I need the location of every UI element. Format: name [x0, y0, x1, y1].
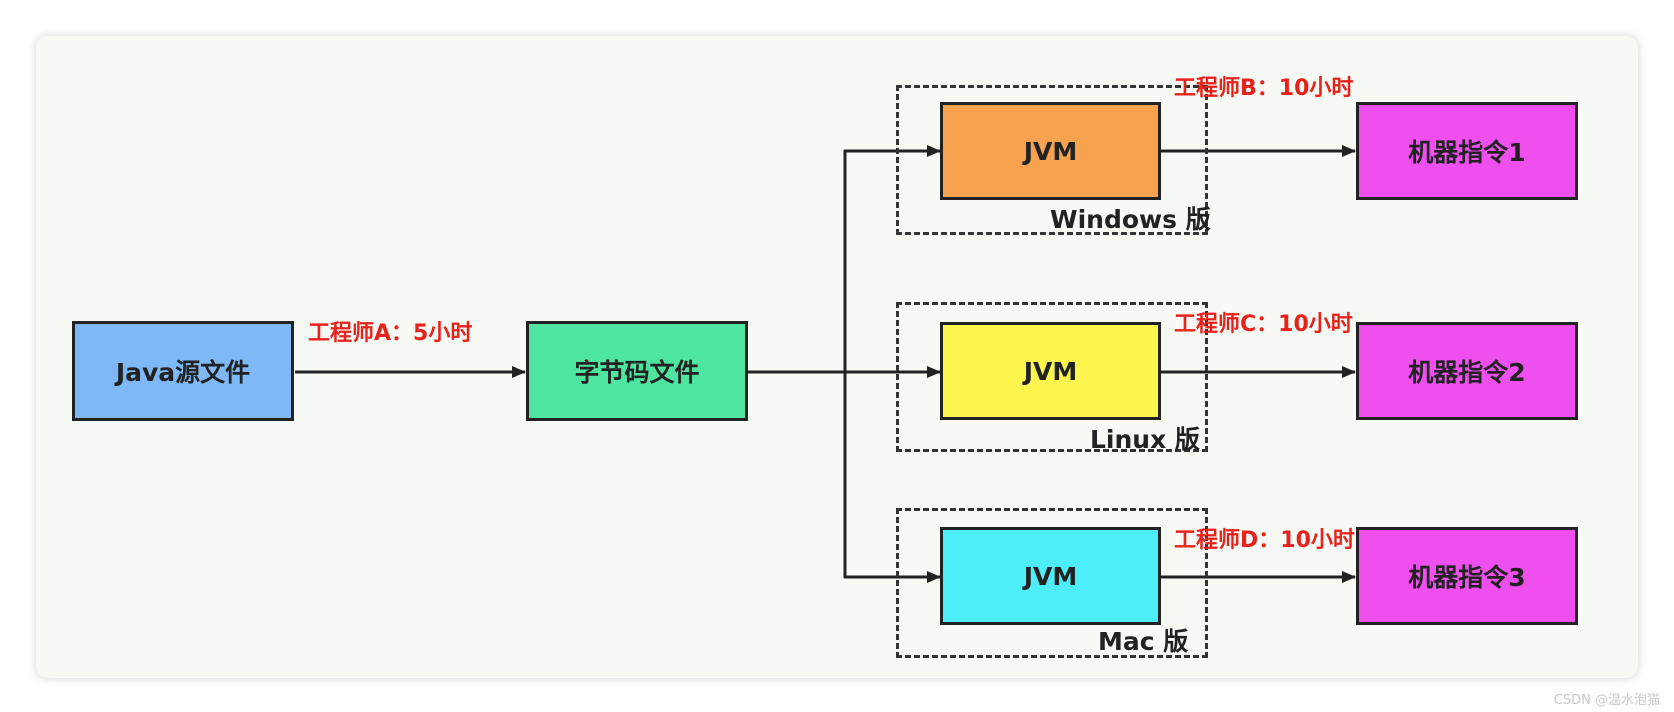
engineer-d-label: 工程师D：10小时 [1174, 528, 1355, 553]
jvm-windows-node: JVM [940, 102, 1161, 200]
engineer-c-label: 工程师C：10小时 [1174, 312, 1353, 337]
java-source-file-node: Java源文件 [72, 321, 294, 421]
engineer-b-label: 工程师B：10小时 [1174, 76, 1354, 101]
mac-platform-label: Mac 版 [1098, 627, 1189, 656]
bytecode-file-node: 字节码文件 [526, 321, 748, 421]
linux-group-frame [896, 302, 1208, 452]
mac-group-frame [896, 508, 1208, 658]
engineer-a-label: 工程师A：5小时 [308, 321, 473, 346]
windows-platform-label: Windows 版 [1050, 205, 1211, 234]
jvm-mac-node: JVM [940, 527, 1161, 625]
windows-group-frame [896, 85, 1208, 235]
machine-instruction-1-node: 机器指令1 [1356, 102, 1578, 200]
linux-platform-label: Linux 版 [1090, 425, 1200, 454]
source-watermark: CSDN @温水泡猫 [1553, 693, 1660, 708]
machine-instruction-2-node: 机器指令2 [1356, 322, 1578, 420]
jvm-linux-node: JVM [940, 322, 1161, 420]
machine-instruction-3-node: 机器指令3 [1356, 527, 1578, 625]
